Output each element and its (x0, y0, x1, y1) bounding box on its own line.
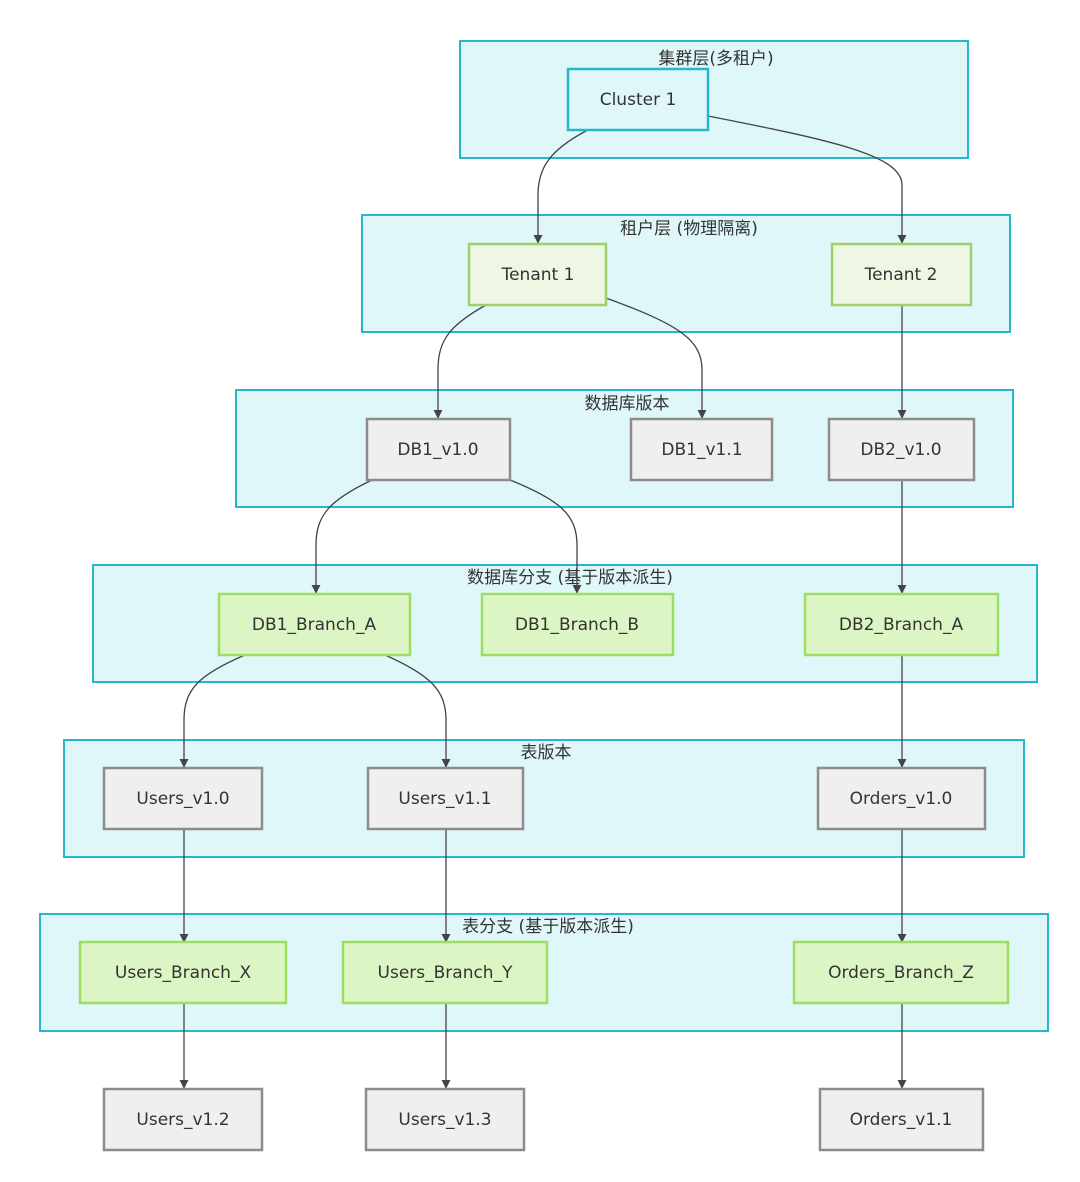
node-db1-branch-b-label: DB1_Branch_B (515, 615, 639, 635)
node-orders-v1-1: Orders_v1.1 (818, 1087, 985, 1152)
edge-cluster1-tenant1 (533, 130, 587, 244)
node-users-v1-3: Users_v1.3 (364, 1087, 526, 1152)
node-db1-v1-1-label: DB1_v1.1 (661, 440, 742, 460)
node-db1-branch-a-label: DB1_Branch_A (252, 615, 377, 635)
node-db2-v1-0: DB2_v1.0 (827, 417, 976, 482)
node-db2-branch-a: DB2_Branch_A (803, 592, 1000, 657)
node-users-branch-x: Users_Branch_X (78, 940, 288, 1005)
edge-tenant1-db1v10 (433, 304, 487, 419)
edges (179, 115, 907, 1089)
node-db1-v1-1: DB1_v1.1 (629, 417, 774, 482)
node-orders-v1-0-label: Orders_v1.0 (850, 789, 953, 809)
layer-table-version-title: 表版本 (521, 743, 572, 763)
node-users-v1-2: Users_v1.2 (102, 1087, 264, 1152)
node-users-v1-1-label: Users_v1.1 (398, 789, 491, 809)
node-users-v1-0: Users_v1.0 (102, 766, 264, 831)
layer-db-branch-title: 数据库分支 (基于版本派生) (467, 568, 673, 588)
node-users-branch-y-label: Users_Branch_Y (378, 963, 514, 983)
edge-db1v10-db1branchb (509, 479, 582, 594)
node-db1-v1-0-label: DB1_v1.0 (397, 440, 478, 460)
edge-db1brancha-usersv11 (384, 654, 451, 768)
edge-db1v10-db1brancha (311, 479, 373, 594)
node-db2-branch-a-label: DB2_Branch_A (839, 615, 964, 635)
layer-table-branch-title: 表分支 (基于版本派生) (462, 917, 634, 937)
node-tenant1: Tenant 1 (467, 242, 608, 307)
node-orders-v1-0: Orders_v1.0 (816, 766, 987, 831)
node-users-v1-3-label: Users_v1.3 (398, 1110, 491, 1130)
node-cluster1-label: Cluster 1 (600, 90, 677, 110)
node-db2-v1-0-label: DB2_v1.0 (860, 440, 941, 460)
node-users-branch-y: Users_Branch_Y (341, 940, 549, 1005)
node-orders-v1-1-label: Orders_v1.1 (850, 1110, 953, 1130)
layer-cluster-title: 集群层(多租户) (658, 49, 773, 69)
node-tenant2: Tenant 2 (830, 242, 973, 307)
node-orders-branch-z-label: Orders_Branch_Z (828, 963, 974, 983)
node-db1-branch-b: DB1_Branch_B (480, 592, 675, 657)
node-users-branch-x-label: Users_Branch_X (115, 963, 252, 983)
node-db1-v1-0: DB1_v1.0 (365, 417, 512, 482)
node-db1-branch-a: DB1_Branch_A (217, 592, 412, 657)
node-orders-branch-z: Orders_Branch_Z (792, 940, 1010, 1005)
node-users-v1-0-label: Users_v1.0 (136, 789, 229, 809)
edge-db1brancha-usersv10 (179, 654, 246, 768)
edge-tenant1-db1v11 (605, 297, 707, 419)
node-cluster1: Cluster 1 (566, 67, 710, 132)
node-tenant1-label: Tenant 1 (501, 265, 575, 285)
layer-tenant-title: 租户层 (物理隔离) (620, 219, 758, 239)
node-users-v1-1: Users_v1.1 (366, 766, 525, 831)
edge-cluster1-tenant2 (707, 115, 907, 244)
layer-cluster: 集群层(多租户) (459, 40, 969, 159)
layer-db-version-title: 数据库版本 (585, 394, 670, 414)
node-tenant2-label: Tenant 2 (864, 265, 938, 285)
node-users-v1-2-label: Users_v1.2 (136, 1110, 229, 1130)
